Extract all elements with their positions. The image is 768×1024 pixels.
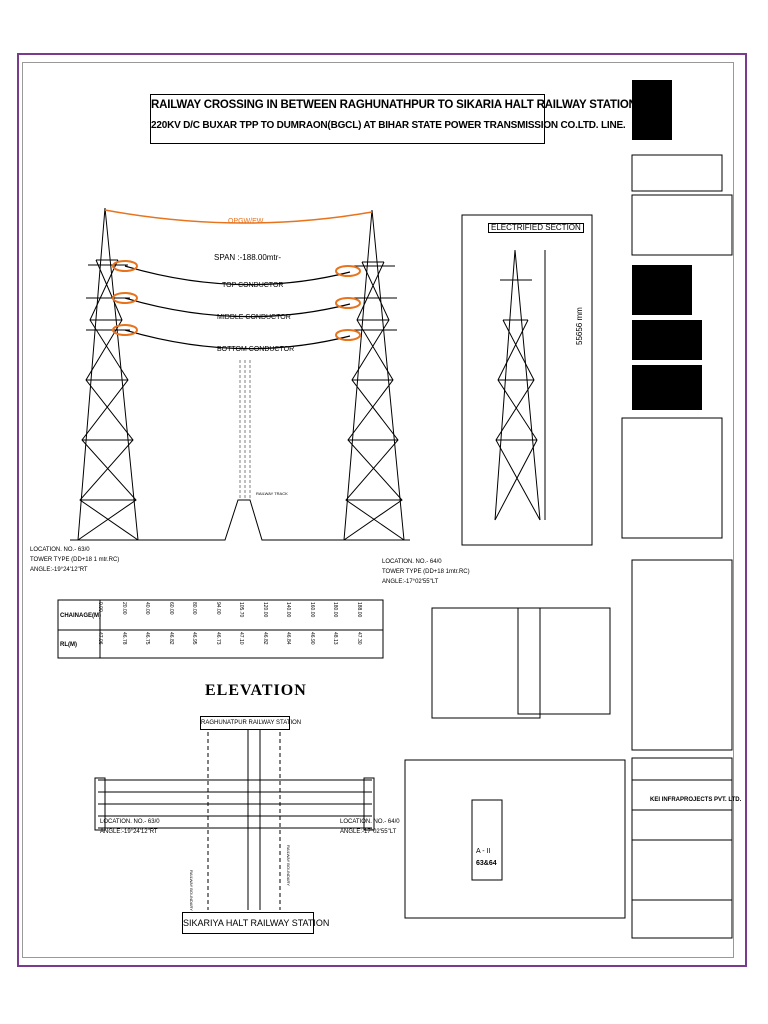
- chainage-cell: 160.00: [308, 602, 315, 618]
- railway-boundary-right: RAILWAY BOUNDARY: [286, 845, 291, 886]
- elevation-heading: ELEVATION: [205, 682, 307, 699]
- electrified-section-title: ELECTRIFIED SECTION: [488, 223, 584, 233]
- span-label: SPAN :-188.00mtr-: [214, 253, 281, 262]
- rl-row-label: RL(M): [60, 642, 77, 648]
- railway-track-label: RAILWAY TRACK: [256, 491, 288, 496]
- sikariya-station-box: SIKARIYA HALT RAILWAY STATION: [182, 912, 329, 934]
- contractor-name: KEI INFRAPROJECTS PVT. LTD.: [650, 797, 742, 803]
- electrified-dimension: 55656 mm: [575, 307, 584, 345]
- plan-right-location: LOCATION. NO.- 64/0: [340, 819, 400, 825]
- chainage-cell: 80.00: [191, 602, 197, 615]
- chainage-row-label: CHAINAGE(M): [60, 613, 101, 619]
- chainage-cell: 40.00: [144, 602, 150, 615]
- rl-cell: 46.73: [214, 632, 221, 645]
- title-line-1: RAILWAY CROSSING IN BETWEEN RAGHUNATHPUR…: [151, 99, 640, 111]
- rl-cell: 47.06: [97, 632, 103, 645]
- rl-cell: 47.10: [238, 632, 244, 645]
- chainage-cell: 0.00: [97, 602, 103, 612]
- middle-conductor-label: MIDDLE CONDUCTOR: [217, 314, 291, 321]
- right-tower-angle: ANGLE:-17°02'55"LT: [382, 579, 439, 585]
- left-tower-angle: ANGLE:-19°24'12"RT: [30, 567, 88, 573]
- left-tower-type: TOWER TYPE (DD+18 1 mtr.RC): [30, 557, 120, 563]
- chainage-cell: 140.00: [285, 602, 291, 618]
- plan-right-angle: ANGLE:-17°02'55"LT: [340, 829, 397, 835]
- plan-left-angle: ANGLE:-19°24'12"RT: [100, 829, 158, 835]
- opgw-label: OPGW/EW: [228, 218, 264, 225]
- rl-cell: 46.95: [191, 632, 197, 645]
- chainage-cell: 120.00: [261, 602, 268, 618]
- right-tower-type: TOWER TYPE (DD+18 1mtr.RC): [382, 569, 470, 575]
- rl-cell: 47.30: [355, 632, 362, 645]
- railway-boundary-left: RAILWAY BOUNDARY: [189, 870, 194, 911]
- title-line-2: 220KV D/C BUXAR TPP TO DUMRAON(BGCL) AT …: [151, 120, 626, 131]
- sign-letters: A - II: [476, 848, 491, 855]
- bottom-conductor-label: BOTTOM CONDUCTOR: [217, 346, 295, 353]
- plan-left-location: LOCATION. NO.- 63/0: [100, 819, 160, 825]
- drawing-title-box: RAILWAY CROSSING IN BETWEEN RAGHUNATHPUR…: [150, 94, 640, 144]
- sign-number: 63&64: [476, 860, 497, 867]
- chainage-cell: 60.00: [167, 602, 174, 615]
- rl-cell: 46.82: [261, 632, 268, 645]
- left-tower-location: LOCATION. NO.- 63/0: [30, 547, 90, 553]
- chainage-cell: 20.00: [120, 602, 127, 615]
- rl-cell: 46.90: [308, 632, 315, 645]
- raghunathpur-station-box: RAGHUNATPUR RAILWAY STATION: [200, 716, 301, 730]
- rl-cell: 46.75: [144, 632, 150, 645]
- rl-cell: 46.84: [285, 632, 291, 645]
- chainage-cell: 94.00: [214, 602, 221, 615]
- right-tower-location: LOCATION. NO.- 64/0: [382, 559, 442, 565]
- chainage-cell: 180.00: [332, 602, 338, 618]
- rl-cell: 48.13: [332, 632, 338, 645]
- drawing-inner-frame: [22, 62, 734, 958]
- chainage-cell: 188.00: [355, 602, 362, 618]
- chainage-cell: 105.70: [238, 602, 244, 618]
- rl-cell: 46.82: [167, 632, 174, 645]
- rl-cell: 46.78: [120, 632, 127, 645]
- top-conductor-label: TOP CONDUCTOR: [222, 282, 284, 289]
- drawing-sheet-border: [17, 53, 747, 967]
